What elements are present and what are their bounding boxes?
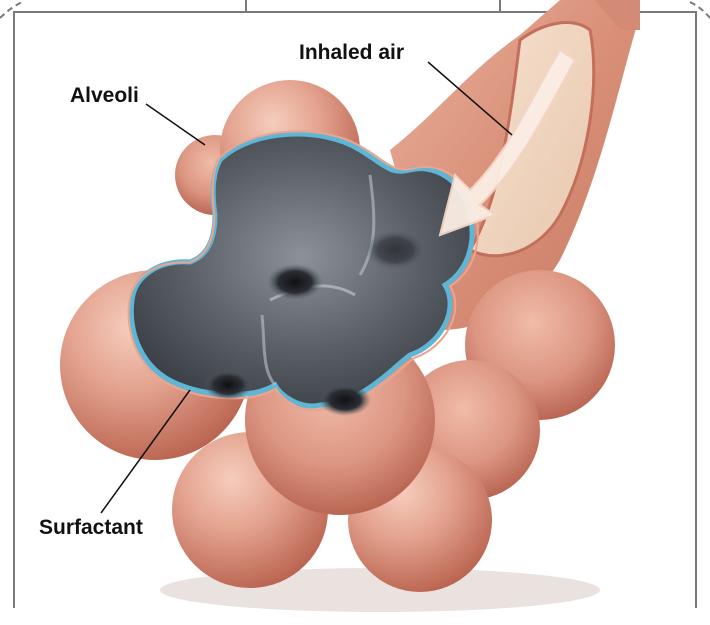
alveoli-leader: [146, 104, 205, 145]
surfactant-label: Surfactant: [39, 516, 143, 540]
alveoli-label: Alveoli: [70, 84, 139, 108]
inhaled-air-label: Inhaled air: [299, 41, 404, 65]
